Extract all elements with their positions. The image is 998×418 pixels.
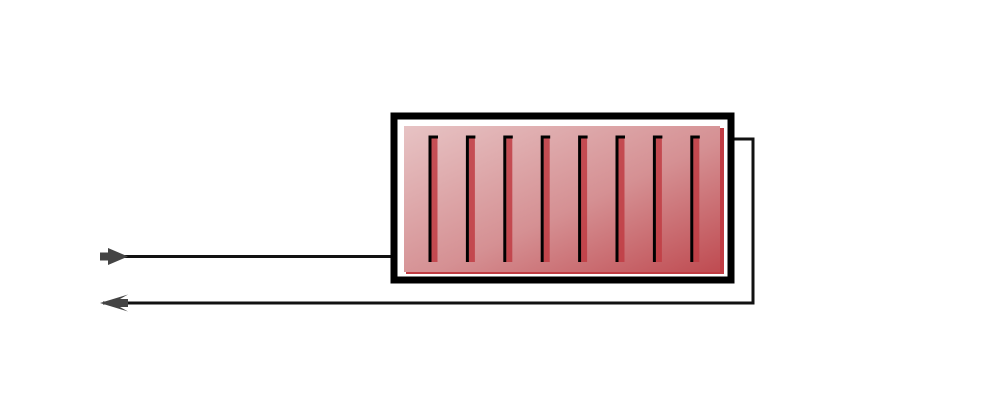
radiator-fins [428, 135, 700, 262]
radiator-fin [615, 135, 625, 262]
radiator-fin [428, 135, 438, 262]
radiator-fin [690, 135, 700, 262]
radiator-fin [540, 135, 551, 262]
radiator [390, 112, 735, 284]
radiator-body [404, 126, 720, 272]
return-pipe [103, 137, 755, 305]
radiator-fin [578, 135, 588, 262]
arrow-right-icon [100, 248, 128, 265]
radiator-fin [503, 135, 513, 262]
arrow-left-icon [100, 294, 128, 312]
pipes [103, 137, 755, 305]
radiator-fin [652, 135, 663, 262]
radiator-fin [465, 135, 476, 262]
